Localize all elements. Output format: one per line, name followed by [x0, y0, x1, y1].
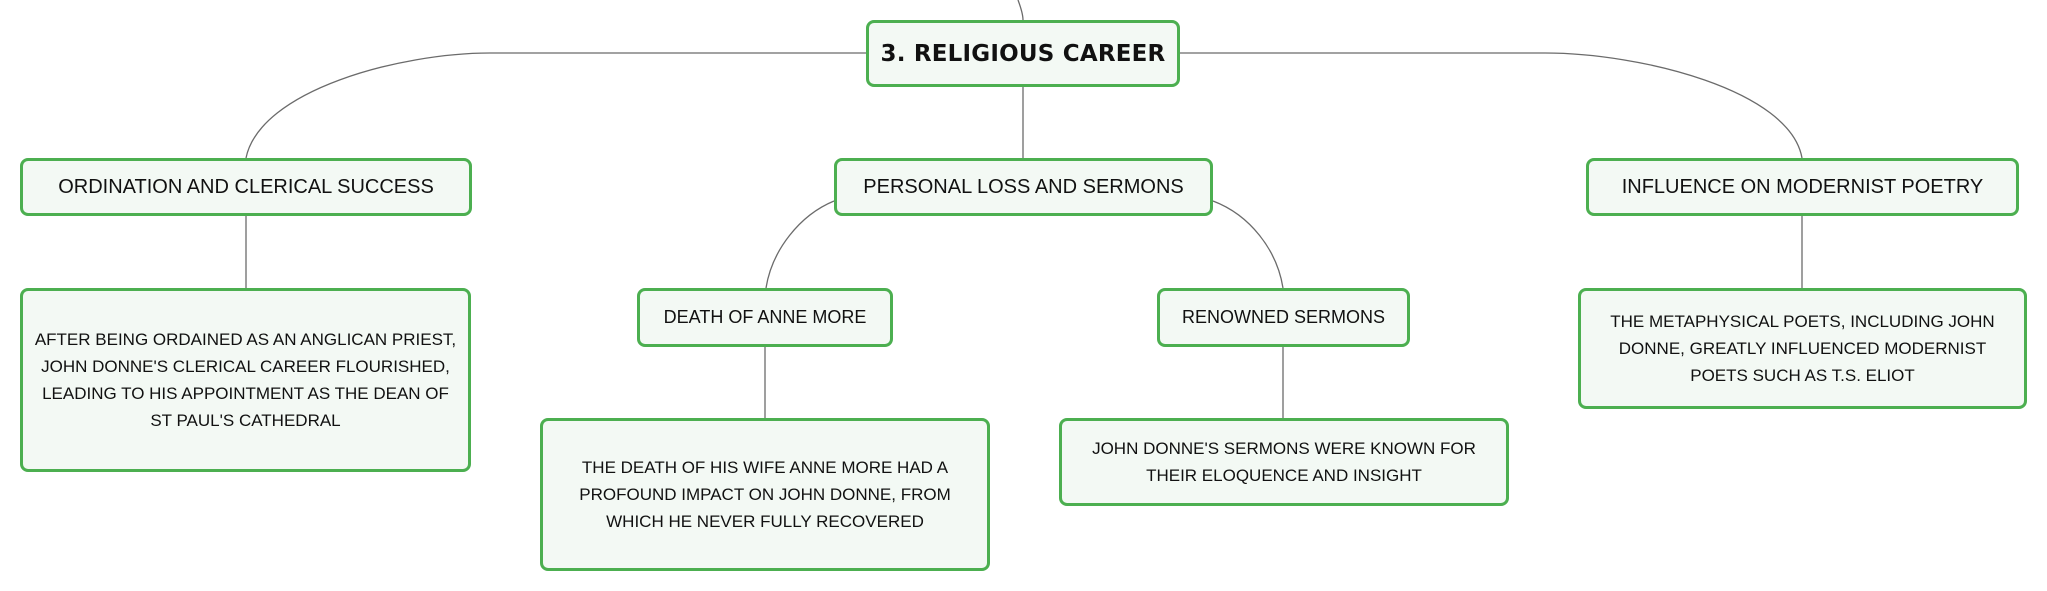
detail-text: THE METAPHYSICAL POETS, INCLUDING JOHN D… [1610, 312, 1995, 385]
node-label: ORDINATION AND CLERICAL SUCCESS [58, 175, 434, 198]
node-renowned-sermons[interactable]: RENOWNED SERMONS [1157, 288, 1410, 347]
node-ordination-and-clerical-success[interactable]: ORDINATION AND CLERICAL SUCCESS [20, 158, 472, 216]
detail-renowned-sermons[interactable]: JOHN DONNE'S SERMONS WERE KNOWN FOR THEI… [1059, 418, 1509, 506]
connector-personal-loss-to-sermons [1212, 200, 1284, 289]
node-label: INFLUENCE ON MODERNIST POETRY [1621, 175, 1984, 198]
connector-root-to-ordination [245, 52, 866, 159]
detail-modernist[interactable]: THE METAPHYSICAL POETS, INCLUDING JOHN D… [1578, 288, 2027, 409]
connector-root-to-modernist [1180, 52, 1803, 159]
node-death-of-anne-more[interactable]: DEATH OF ANNE MORE [637, 288, 893, 347]
node-personal-loss-and-sermons[interactable]: PERSONAL LOSS AND SERMONS [834, 158, 1213, 216]
connector-from-parent [1017, 0, 1024, 21]
detail-text: AFTER BEING ORDAINED AS AN ANGLICAN PRIE… [34, 330, 457, 430]
node-label: DEATH OF ANNE MORE [663, 307, 867, 327]
detail-death-of-anne-more[interactable]: THE DEATH OF HIS WIFE ANNE MORE HAD A PR… [540, 418, 990, 571]
detail-text: JOHN DONNE'S SERMONS WERE KNOWN FOR THEI… [1092, 439, 1476, 485]
root-node[interactable]: 3. RELIGIOUS CAREER [866, 20, 1180, 87]
detail-text: THE DEATH OF HIS WIFE ANNE MORE HAD A PR… [579, 458, 951, 531]
node-influence-on-modernist-poetry[interactable]: INFLUENCE ON MODERNIST POETRY [1586, 158, 2019, 216]
node-label: RENOWNED SERMONS [1181, 307, 1385, 327]
detail-ordination[interactable]: AFTER BEING ORDAINED AS AN ANGLICAN PRIE… [20, 288, 471, 472]
connector-personal-loss-to-anne-more [765, 200, 835, 289]
root-node-label: 3. RELIGIOUS CAREER [880, 40, 1166, 67]
node-label: PERSONAL LOSS AND SERMONS [863, 175, 1184, 198]
